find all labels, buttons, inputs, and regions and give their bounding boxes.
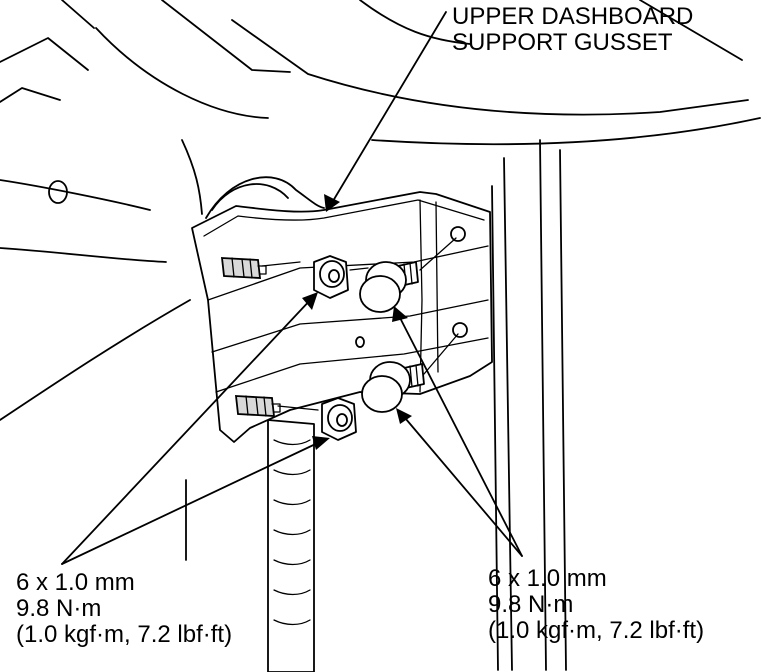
dashboard-body-outline <box>0 0 761 561</box>
left-spec-torque-alt: (1.0 kgf·m, 7.2 lbf·ft) <box>16 621 233 648</box>
alignment-lines <box>261 237 459 411</box>
upper-flange-nut <box>313 255 349 299</box>
left-spec-leaders <box>61 292 330 565</box>
gusset-label: UPPER DASHBOARD SUPPORT GUSSET <box>452 4 693 56</box>
body-bulge <box>205 176 325 219</box>
gusset-label-line2: SUPPORT GUSSET <box>452 29 673 56</box>
left-studs <box>220 257 281 417</box>
right-spec-leaders <box>392 306 523 557</box>
right-spec-torque-nm: 9.8 N·m <box>488 591 574 618</box>
pillar-outline <box>491 139 567 671</box>
gusset-label-line1: UPPER DASHBOARD <box>452 3 694 30</box>
lower-tube <box>267 419 315 672</box>
right-torque-spec: 6 x 1.0 mm 9.8 N·m (1.0 kgf·m, 7.2 lbf·f… <box>488 566 704 644</box>
left-torque-spec: 6 x 1.0 mm 9.8 N·m (1.0 kgf·m, 7.2 lbf·f… <box>16 570 232 648</box>
lower-flange-bolt <box>361 361 425 413</box>
right-spec-torque-alt: (1.0 kgf·m, 7.2 lbf·ft) <box>488 617 705 644</box>
left-spec-thread: 6 x 1.0 mm <box>16 569 135 596</box>
body-bulge-inner <box>211 183 289 211</box>
right-spec-thread: 6 x 1.0 mm <box>488 565 607 592</box>
body-hole <box>48 180 68 204</box>
upper-flange-bolt <box>359 261 419 313</box>
left-spec-torque-nm: 9.8 N·m <box>16 595 102 622</box>
lower-flange-nut <box>321 397 357 441</box>
gusset-leader <box>324 11 447 212</box>
